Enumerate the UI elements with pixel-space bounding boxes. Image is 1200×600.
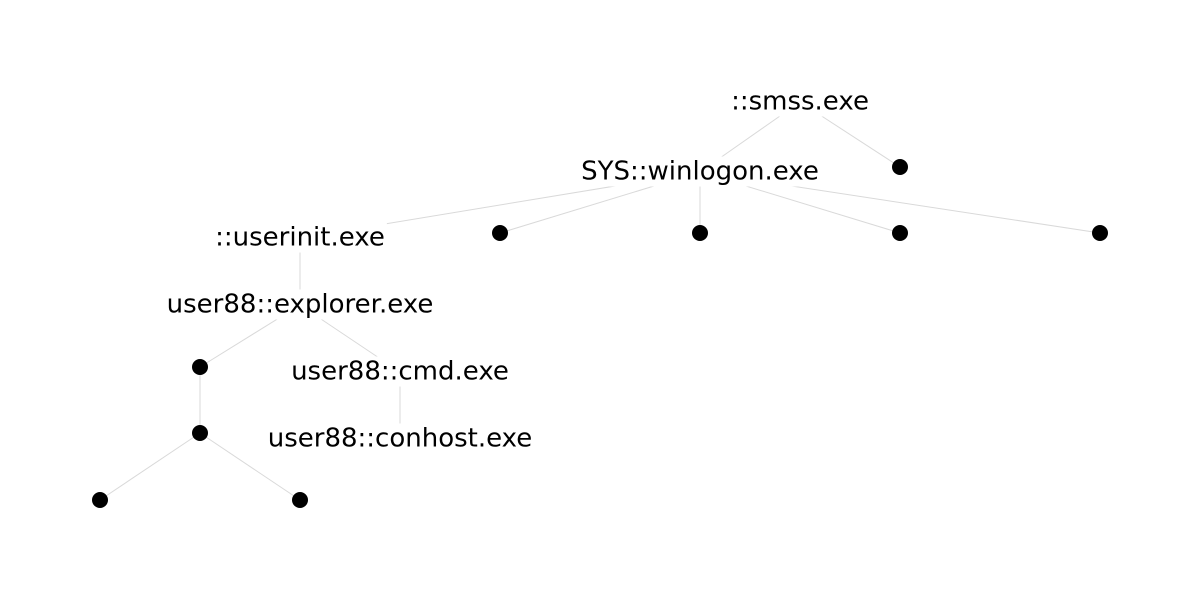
label-background xyxy=(729,86,871,117)
process-label: ::userinit.exe xyxy=(215,223,385,253)
label-background xyxy=(579,156,821,187)
leaf-node-dot xyxy=(192,359,208,375)
edge-ex_dot_2-leaf_right xyxy=(199,432,301,501)
process-node-winlogon: SYS::winlogon.exe xyxy=(579,156,821,187)
tree-nodes: ::smss.exeSYS::winlogon.exe::userinit.ex… xyxy=(92,86,1108,508)
leaf-node-dot xyxy=(492,225,508,241)
leaf-node-dot xyxy=(892,159,908,175)
edge-ex_dot_2-leaf_left xyxy=(99,432,201,501)
process-label: SYS::winlogon.exe xyxy=(581,157,819,187)
label-background xyxy=(289,356,511,387)
leaf-node-dot xyxy=(192,425,208,441)
leaf-node-dot xyxy=(92,492,108,508)
leaf-node-dot xyxy=(1092,225,1108,241)
leaf-node-dot xyxy=(292,492,308,508)
label-background xyxy=(265,423,535,454)
process-node-explorer: user88::explorer.exe xyxy=(164,289,436,320)
process-node-cmd: user88::cmd.exe xyxy=(289,356,511,387)
process-node-smss: ::smss.exe xyxy=(729,86,871,117)
process-label: user88::explorer.exe xyxy=(167,290,434,320)
leaf-node-dot xyxy=(692,225,708,241)
process-label: ::smss.exe xyxy=(731,87,869,117)
label-background xyxy=(164,289,436,320)
label-background xyxy=(213,222,387,253)
process-label: user88::cmd.exe xyxy=(291,357,509,387)
process-label: user88::conhost.exe xyxy=(268,424,533,454)
leaf-node-dot xyxy=(892,225,908,241)
process-node-userinit: ::userinit.exe xyxy=(213,222,387,253)
process-node-conhost: user88::conhost.exe xyxy=(265,423,535,454)
